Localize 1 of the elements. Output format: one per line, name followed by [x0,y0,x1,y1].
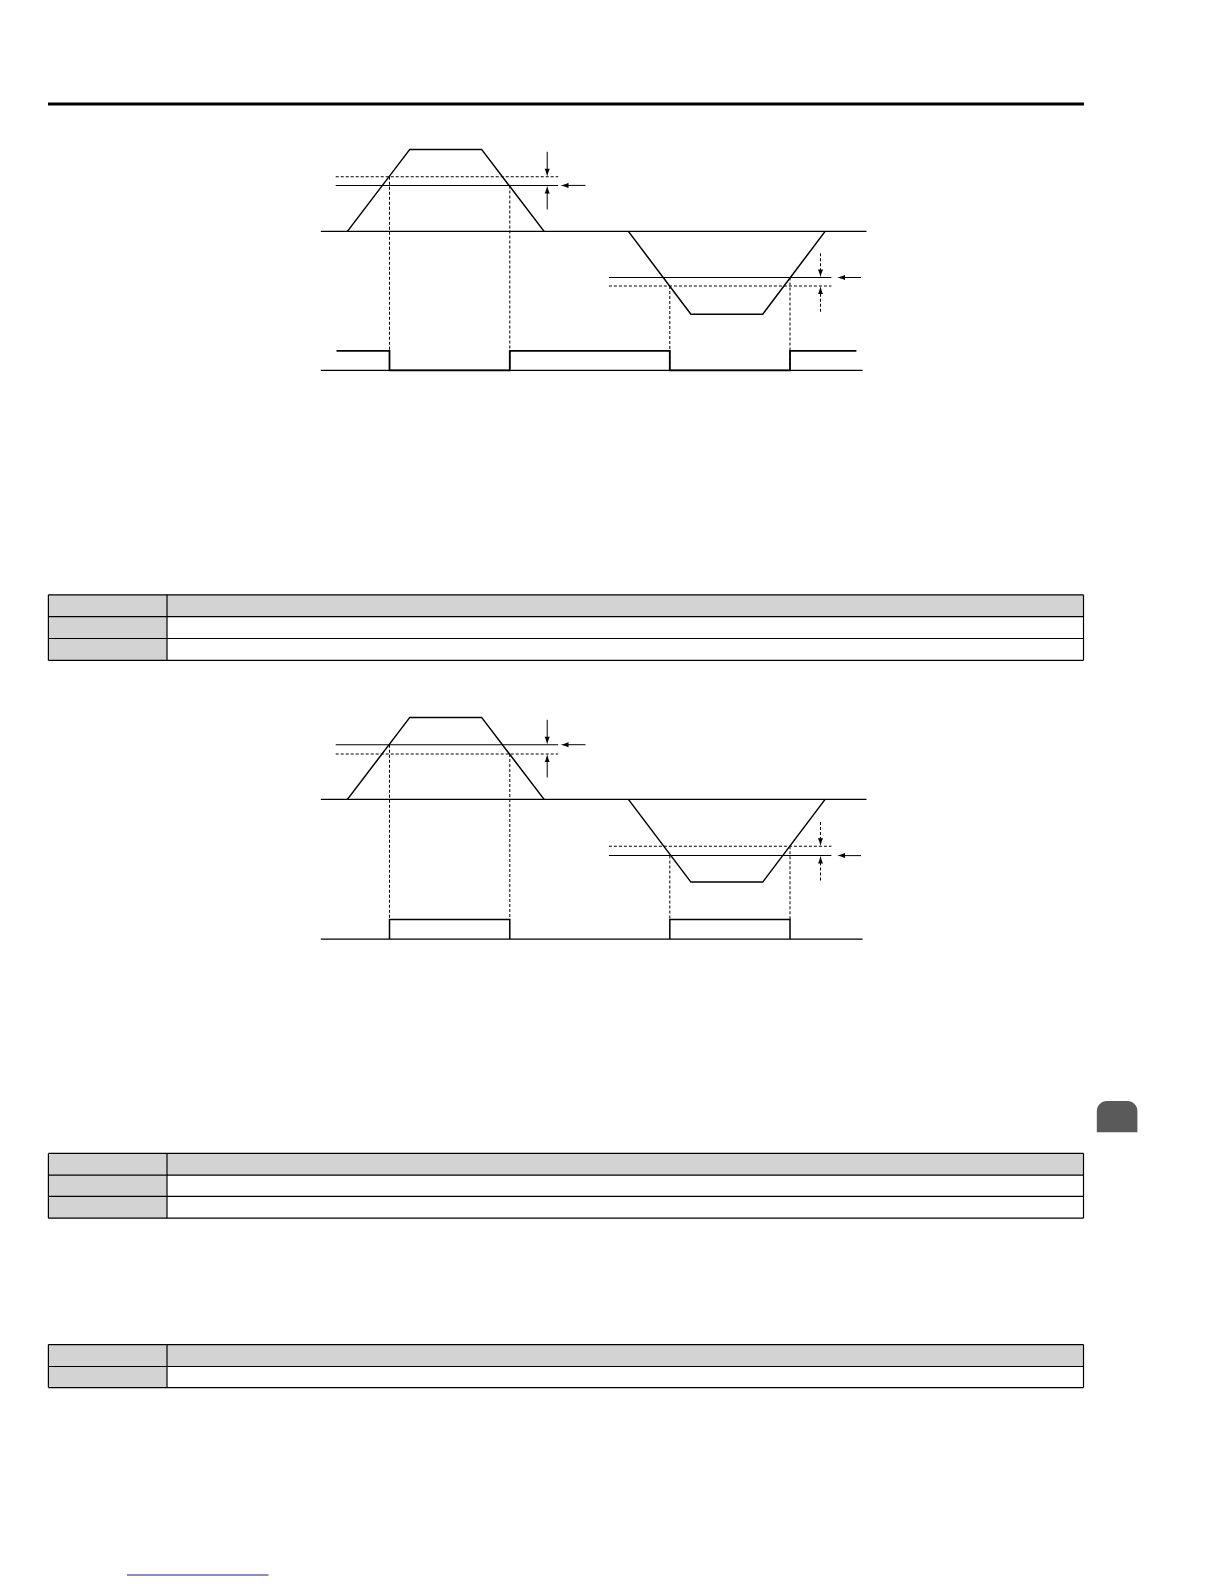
section-tab [1096,1101,1138,1133]
